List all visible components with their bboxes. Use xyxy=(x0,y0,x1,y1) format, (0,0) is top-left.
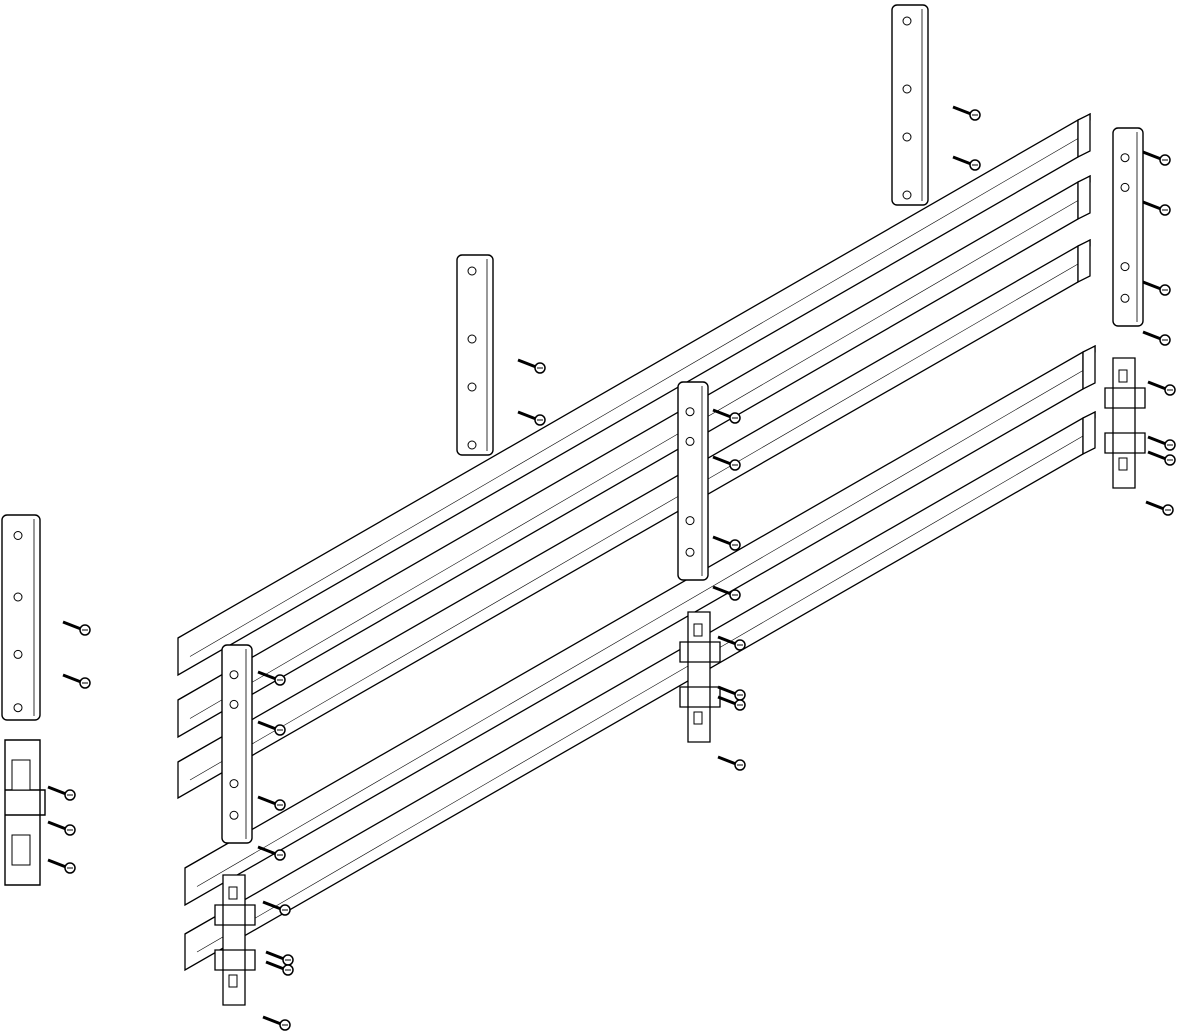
busbar xyxy=(178,240,1090,798)
bracket-hole xyxy=(686,437,694,445)
screw-icon xyxy=(713,537,740,550)
upper-support-bracket-body xyxy=(892,5,928,205)
screw-icon xyxy=(718,757,745,770)
bracket-hole xyxy=(1121,263,1129,271)
bracket-hole xyxy=(1121,294,1129,302)
busbar-edge-line xyxy=(190,139,1078,657)
end-clamp xyxy=(1105,358,1145,488)
screw-icon xyxy=(258,672,285,685)
busbar xyxy=(178,176,1090,737)
left-support-bracket xyxy=(2,515,40,720)
upper-support-bracket-body xyxy=(457,255,493,455)
screw-icon xyxy=(518,412,545,425)
busbar xyxy=(178,114,1090,675)
screw-icon xyxy=(713,457,740,470)
screw-icon xyxy=(1148,382,1175,395)
bracket-hole xyxy=(468,335,476,343)
left-support-bracket-body xyxy=(2,515,40,720)
bracket-hole xyxy=(903,85,911,93)
bracket-hole xyxy=(14,593,22,601)
screw-icon xyxy=(718,687,745,700)
screw-icon xyxy=(258,797,285,810)
screw-icon xyxy=(1143,332,1170,345)
busbar-front-face xyxy=(178,120,1078,675)
screw-icon xyxy=(718,637,745,650)
bracket-hole xyxy=(1121,183,1129,191)
bracket-hole xyxy=(686,548,694,556)
busbar-edge-line xyxy=(190,264,1078,780)
screw-icon xyxy=(266,952,293,965)
bracket-hole xyxy=(230,811,238,819)
screw-icon xyxy=(1146,502,1173,515)
screw-icon xyxy=(48,822,75,835)
screw-icon xyxy=(266,962,293,975)
upper-support-bracket xyxy=(457,255,493,455)
busbar-end-face xyxy=(1083,346,1095,389)
bracket-hole xyxy=(230,671,238,679)
spacer-strip-body xyxy=(1113,128,1143,326)
screw-icon xyxy=(713,410,740,423)
left-end-clamp xyxy=(5,740,45,885)
bracket-hole xyxy=(686,408,694,416)
bracket-hole xyxy=(14,532,22,540)
bracket-hole xyxy=(903,191,911,199)
busbar-end-face xyxy=(1078,114,1090,157)
end-clamp xyxy=(680,612,720,742)
screw-icon xyxy=(1143,202,1170,215)
screw-icon xyxy=(1148,452,1175,465)
screw-icon xyxy=(1148,437,1175,450)
brackets xyxy=(2,5,1145,1005)
screw-icon xyxy=(63,622,90,635)
screw-icon xyxy=(263,1017,290,1030)
bracket-hole xyxy=(230,780,238,788)
screws xyxy=(48,107,1175,1030)
busbar-end-face xyxy=(1078,176,1090,219)
bracket-hole xyxy=(1121,154,1129,162)
bracket-hole xyxy=(903,133,911,141)
screw-icon xyxy=(718,697,745,710)
screw-icon xyxy=(48,860,75,873)
end-clamp xyxy=(215,875,255,1005)
bracket-hole xyxy=(686,517,694,525)
screw-icon xyxy=(953,107,980,120)
screw-icon xyxy=(63,675,90,688)
busbar-edge-line xyxy=(197,371,1083,887)
screw-icon xyxy=(953,157,980,170)
screw-icon xyxy=(1143,282,1170,295)
screw-icon xyxy=(48,787,75,800)
bracket-hole xyxy=(903,17,911,25)
bracket-hole xyxy=(14,650,22,658)
screw-icon xyxy=(258,847,285,860)
spacer-strip xyxy=(222,645,252,843)
screw-icon xyxy=(263,902,290,915)
bracket-hole xyxy=(230,700,238,708)
screw-icon xyxy=(713,587,740,600)
busbars xyxy=(178,114,1095,970)
bracket-hole xyxy=(468,441,476,449)
busbar-end-face xyxy=(1078,240,1090,282)
spacer-strip xyxy=(678,382,708,580)
busbar xyxy=(185,346,1095,905)
spacer-strip-body xyxy=(222,645,252,843)
screw-icon xyxy=(1143,152,1170,165)
bracket-hole xyxy=(468,383,476,391)
busbar-edge-line xyxy=(197,436,1083,952)
busbar-end-face xyxy=(1083,412,1095,454)
bracket-hole xyxy=(468,267,476,275)
screw-icon xyxy=(518,360,545,373)
bracket-hole xyxy=(14,704,22,712)
spacer-strip xyxy=(1113,128,1143,326)
busbar-edge-line xyxy=(190,201,1078,719)
busbar xyxy=(185,412,1095,970)
upper-support-bracket xyxy=(892,5,928,205)
spacer-strip-body xyxy=(678,382,708,580)
screw-icon xyxy=(258,722,285,735)
